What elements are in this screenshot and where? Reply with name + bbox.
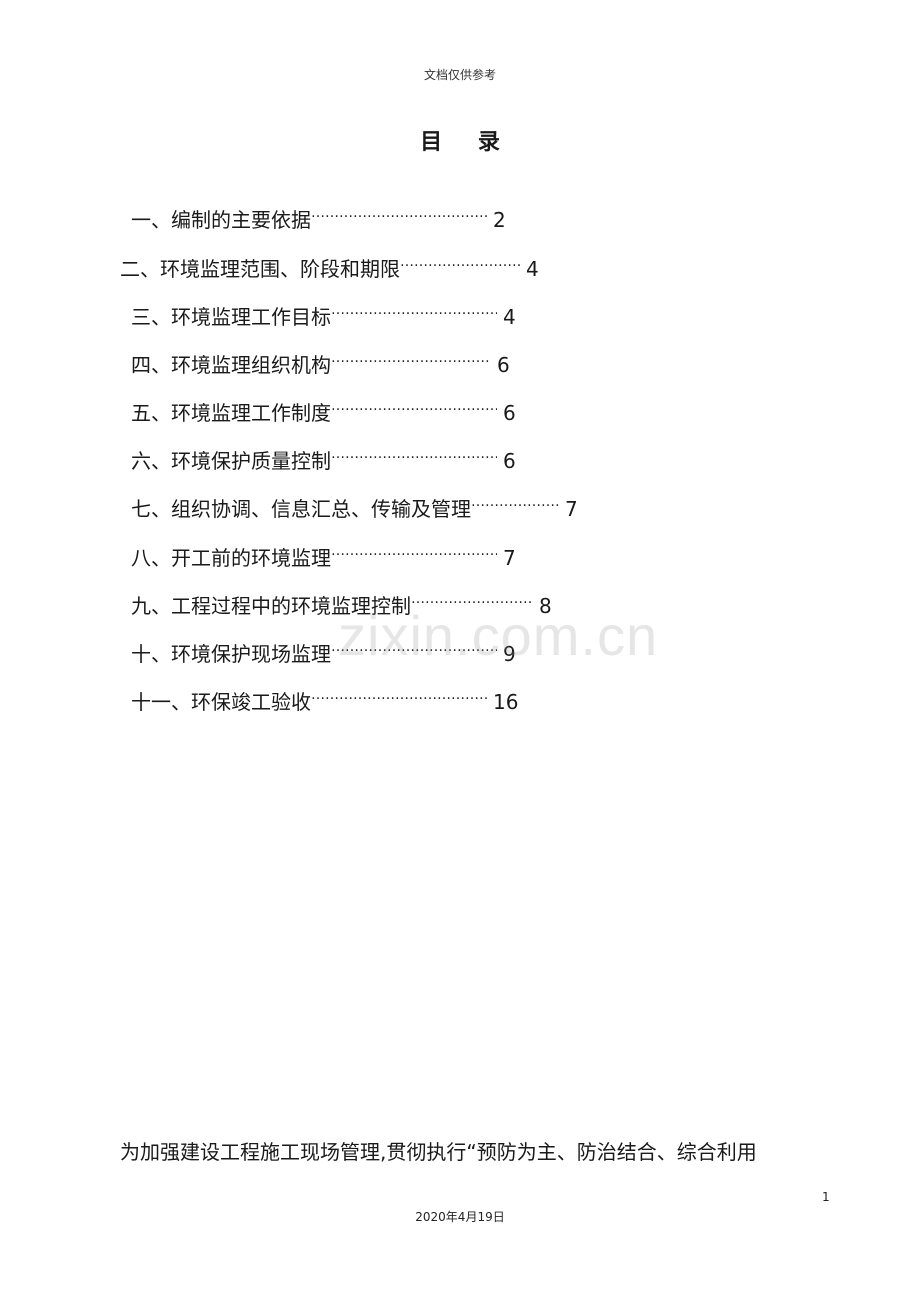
toc-leader-dots: …………………………………………………	[411, 591, 533, 607]
toc-entry-label: 工程过程中的环境监理控制	[171, 594, 411, 618]
toc-entry-number: 五、	[131, 401, 171, 425]
toc-entry[interactable]: 五、环境监理工作制度………………………………………………… 6	[131, 392, 516, 425]
toc-entry-page: 2	[493, 208, 506, 232]
toc-entry-page: 6	[503, 401, 516, 425]
body-paragraph: 为加强建设工程施工现场管理,贯彻执行“预防为主、防治结合、综合利用	[120, 1140, 757, 1164]
toc-entry-page: 6	[503, 449, 516, 473]
toc-entry[interactable]: 八、开工前的环境监理………………………………………………… 7	[131, 537, 516, 570]
toc-leader-dots: …………………………………………………	[331, 350, 491, 366]
toc-entry-label: 环境保护质量控制	[171, 449, 331, 473]
toc-leader-dots: …………………………………………………	[331, 446, 497, 462]
toc-entry[interactable]: 三、环境监理工作目标………………………………………………… 4	[131, 296, 516, 329]
toc-entry-number: 十、	[131, 642, 171, 666]
toc-entry-number: 三、	[131, 305, 171, 329]
toc-leader-dots: …………………………………………………	[331, 302, 497, 318]
toc-entry-number: 七、	[131, 497, 171, 521]
toc-entry-page: 8	[539, 594, 552, 618]
footer-date: 2020年4月19日	[415, 1210, 505, 1224]
toc-entry-page: 4	[503, 305, 516, 329]
toc-entry-number: 一、	[131, 208, 171, 232]
toc-entry-number: 八、	[131, 546, 171, 570]
toc-entry-page: 6	[497, 353, 510, 377]
toc-leader-dots: …………………………………………………	[331, 398, 497, 414]
toc-entry-number: 四、	[131, 353, 171, 377]
toc-entry-label: 环境监理组织机构	[171, 353, 331, 377]
toc-entry-page: 7	[503, 546, 516, 570]
page-number: 1	[822, 1190, 830, 1204]
toc-entry[interactable]: 六、环境保护质量控制………………………………………………… 6	[131, 440, 516, 473]
toc-leader-dots: …………………………………………………	[331, 639, 497, 655]
toc-title: 目 录	[420, 130, 514, 155]
toc-leader-dots: …………………………………………………	[471, 494, 559, 510]
toc-entry-page: 7	[565, 497, 578, 521]
toc-leader-dots: …………………………………………………	[331, 543, 497, 559]
toc-entry-page: 16	[493, 690, 519, 714]
toc-leader-dots: …………………………………………………	[311, 205, 487, 221]
toc-entry-label: 环境监理范围、阶段和期限	[160, 257, 400, 281]
toc-entry-page: 9	[503, 642, 516, 666]
toc-entry-label: 环境监理工作目标	[171, 305, 331, 329]
toc-entry-number: 十一、	[131, 690, 191, 714]
toc-entry-number: 六、	[131, 449, 171, 473]
toc-entry-label: 环保竣工验收	[191, 690, 311, 714]
toc-entry-label: 环境保护现场监理	[171, 642, 331, 666]
toc-entry-label: 开工前的环境监理	[171, 546, 331, 570]
toc-entry[interactable]: 七、组织协调、信息汇总、传输及管理………………………………………………… 7	[131, 488, 578, 521]
toc-entry-label: 编制的主要依据	[171, 208, 311, 232]
toc-entry[interactable]: 一、编制的主要依据………………………………………………… 2	[131, 199, 506, 232]
toc-entry[interactable]: 十、环境保护现场监理………………………………………………… 9	[131, 633, 516, 666]
toc-entry[interactable]: 九、工程过程中的环境监理控制………………………………………………… 8	[131, 585, 552, 618]
header-note: 文档仅供参考	[423, 68, 496, 82]
toc-leader-dots: …………………………………………………	[400, 254, 520, 270]
toc-entry-number: 二、	[120, 257, 160, 281]
toc-entry-page: 4	[526, 257, 539, 281]
toc-entry-label: 环境监理工作制度	[171, 401, 331, 425]
toc-entry-label: 组织协调、信息汇总、传输及管理	[171, 497, 471, 521]
toc-entry-number: 九、	[131, 594, 171, 618]
toc-leader-dots: …………………………………………………	[311, 687, 487, 703]
toc-entry[interactable]: 十一、环保竣工验收………………………………………………… 16	[131, 681, 518, 714]
toc-entry[interactable]: 四、 环境监理组织机构………………………………………………… 6	[131, 344, 510, 377]
toc-entry[interactable]: 二、环境监理范围、阶段和期限………………………………………………… 4	[120, 248, 539, 281]
